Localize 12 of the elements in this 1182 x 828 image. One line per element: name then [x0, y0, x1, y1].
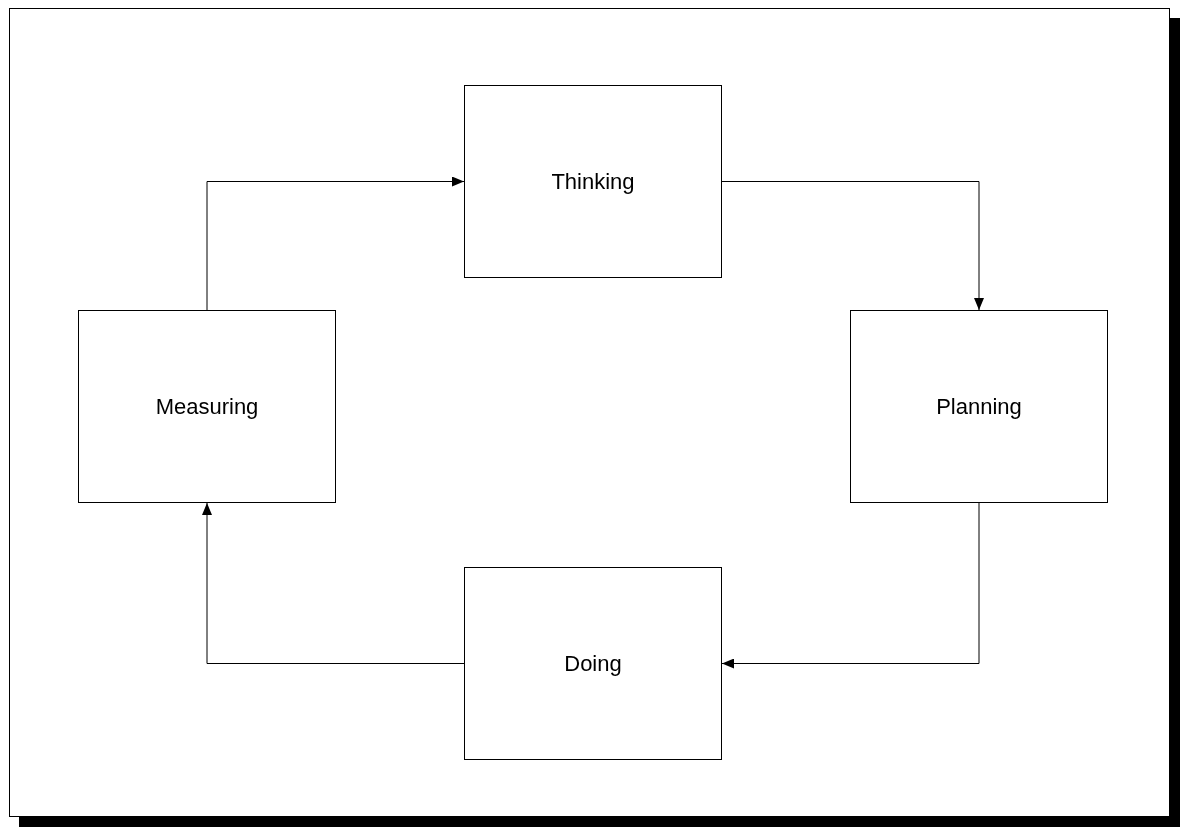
box-label: Doing	[564, 650, 622, 677]
arrow	[202, 502, 465, 664]
arrow	[721, 181, 984, 311]
box-label: Measuring	[155, 393, 259, 420]
box-label: Planning	[936, 393, 1022, 420]
arrow	[206, 176, 465, 311]
box-label: Thinking	[551, 168, 635, 195]
process-box	[78, 310, 336, 503]
process-box	[464, 567, 722, 760]
process-box	[464, 85, 722, 278]
process-box	[850, 310, 1108, 503]
arrow	[721, 502, 980, 669]
